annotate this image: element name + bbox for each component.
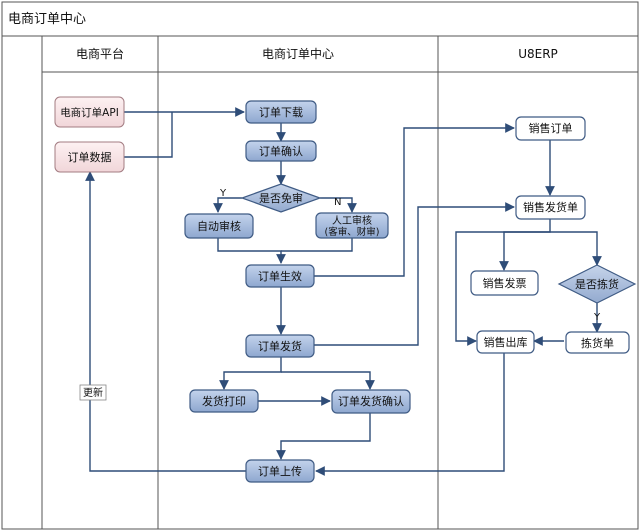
- node-exempt-decision: 是否免审: [240, 183, 322, 213]
- edge-label-no-right: N: [334, 197, 341, 208]
- node-sales-delivery: 销售发货单: [515, 195, 586, 220]
- edge-outbound-to-upload: [315, 353, 505, 476]
- node-ship-confirm: 订单发货确认: [331, 389, 411, 414]
- svg-text:订单生效: 订单生效: [258, 269, 302, 283]
- svg-text:订单确认: 订单确认: [259, 145, 303, 158]
- connectors: [85, 107, 602, 476]
- edge-upload-to-data: [85, 171, 246, 472]
- node-sales-invoice: 销售发票: [470, 270, 539, 296]
- edge-label-yes-down: Y: [593, 312, 601, 323]
- lane-header-erp: U8ERP: [518, 47, 558, 61]
- svg-text:订单发货: 订单发货: [258, 339, 302, 353]
- lane-header-center: 电商订单中心: [262, 46, 334, 61]
- edge-label-yes-left: Y: [219, 188, 227, 199]
- svg-text:自动审核: 自动审核: [197, 219, 241, 233]
- edge-delivery-to-outbound: [455, 231, 550, 346]
- node-order-api: 电商订单API: [54, 96, 125, 128]
- node-order-data: 订单数据: [54, 141, 125, 173]
- edge-auto-to-effective: [217, 238, 286, 264]
- edge-label-update: 更新: [79, 384, 107, 401]
- edge-ship-to-print: [219, 357, 282, 390]
- edge-ship-to-delivery: [314, 202, 515, 346]
- edge-effective-to-sales-order: [314, 123, 515, 277]
- edge-decision-to-manual: [320, 197, 357, 213]
- pool-title: 电商订单中心: [8, 12, 86, 27]
- svg-text:订单数据: 订单数据: [68, 150, 112, 164]
- node-order-ship: 订单发货: [245, 334, 315, 358]
- node-auto-review: 自动审核: [184, 213, 254, 239]
- svg-text:是否免审: 是否免审: [259, 191, 303, 205]
- svg-text:发货打印: 发货打印: [202, 394, 246, 408]
- edge-data-to-download: [124, 112, 173, 158]
- svg-text:销售出库: 销售出库: [484, 335, 528, 349]
- edge-manual-to-effective: [281, 238, 353, 252]
- svg-text:更新: 更新: [83, 386, 103, 399]
- edge-confirm-to-upload: [276, 413, 371, 460]
- node-pick-decision: 是否拣货: [557, 264, 637, 304]
- node-sales-order: 销售订单: [515, 116, 586, 141]
- node-order-effective: 订单生效: [245, 264, 315, 288]
- node-ship-print: 发货打印: [189, 389, 259, 413]
- node-order-upload: 订单上传: [245, 459, 315, 483]
- node-manual-review: 人工审核 (客审、财审): [315, 212, 389, 239]
- svg-text:订单发货确认: 订单发货确认: [338, 394, 404, 408]
- svg-text:(客审、财审): (客审、财审): [325, 226, 380, 238]
- svg-text:销售发货单: 销售发货单: [523, 200, 578, 214]
- edge-ship-to-confirm: [281, 371, 375, 390]
- svg-text:销售订单: 销售订单: [529, 121, 573, 135]
- node-pick-list: 拣货单: [565, 331, 630, 354]
- svg-text:拣货单: 拣货单: [581, 336, 614, 350]
- svg-text:人工审核: 人工审核: [332, 214, 372, 227]
- lane-header-platform: 电商平台: [76, 46, 124, 61]
- node-order-download: 订单下载: [245, 100, 317, 124]
- svg-text:订单上传: 订单上传: [258, 465, 302, 478]
- svg-text:电商订单API: 电商订单API: [60, 106, 119, 119]
- edge-delivery-to-decision: [550, 231, 602, 266]
- node-sales-outbound: 销售出库: [476, 330, 535, 354]
- svg-text:订单下载: 订单下载: [259, 106, 303, 119]
- edge-decision-to-auto: [213, 197, 242, 213]
- node-order-confirm: 订单确认: [245, 140, 317, 162]
- svg-text:销售发票: 销售发票: [483, 276, 527, 290]
- svg-text:是否拣货: 是否拣货: [575, 277, 619, 291]
